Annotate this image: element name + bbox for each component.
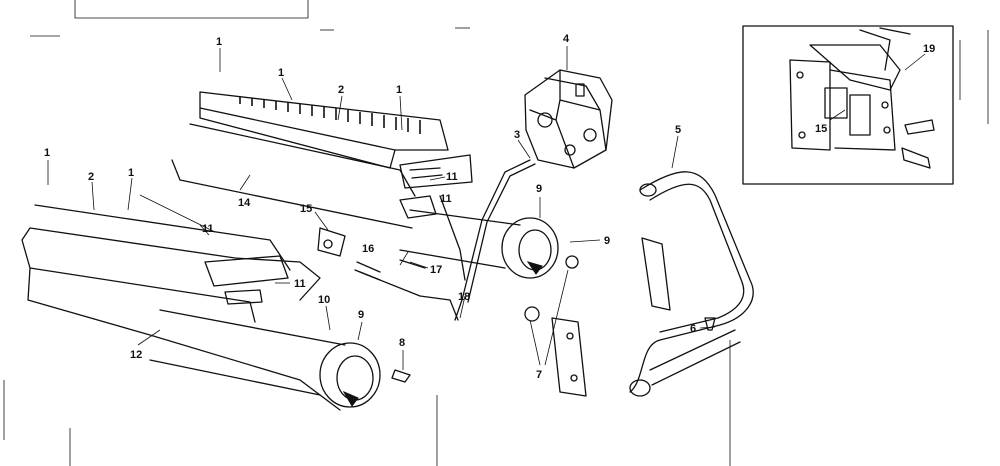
callout-15: 15 [300, 203, 312, 215]
callout-5: 5 [675, 124, 681, 136]
callout-1: 1 [44, 147, 50, 159]
callout-14: 14 [238, 197, 251, 209]
lower-burner-tube [149, 309, 381, 408]
thermocouple-lead [359, 271, 459, 321]
callout-6: 6 [690, 323, 696, 335]
callout-9: 9 [604, 235, 610, 247]
callout-2: 2 [88, 171, 94, 183]
leader-lines [47, 46, 926, 370]
upper-burner-assembly [171, 91, 473, 281]
callout-11: 11 [202, 223, 214, 235]
callout-3: 3 [514, 129, 520, 141]
callout-11: 11 [446, 171, 458, 183]
callout-16: 16 [362, 243, 374, 255]
scan-border-marks [3, 0, 989, 466]
inset-detail [742, 25, 954, 185]
upper-burner-tube [399, 209, 559, 279]
callout-1: 1 [128, 167, 134, 179]
mounting-brackets [551, 237, 671, 397]
callout-19: 19 [923, 43, 935, 55]
callout-8: 8 [399, 337, 405, 349]
callout-1: 1 [216, 36, 222, 48]
callout-12: 12 [130, 349, 142, 361]
callout-10: 10 [318, 294, 330, 306]
callout-9: 9 [536, 183, 542, 195]
callout-2: 2 [338, 84, 344, 96]
callout-1: 1 [278, 67, 284, 79]
support-frame [629, 171, 754, 397]
callout-18: 18 [458, 291, 470, 303]
lower-burner-assembly [21, 204, 341, 411]
callout-labels: 1 1 2 1 1 2 1 11 11 11 11 14 15 16 17 18… [44, 33, 935, 381]
callout-15: 15 [815, 123, 827, 135]
fittings [317, 227, 716, 383]
callout-4: 4 [563, 33, 570, 45]
callout-17: 17 [430, 264, 442, 276]
callout-7: 7 [536, 369, 542, 381]
callout-1: 1 [396, 84, 402, 96]
callout-11: 11 [294, 278, 306, 290]
gas-valve [524, 69, 613, 169]
callout-9: 9 [358, 309, 364, 321]
callout-11: 11 [440, 193, 452, 205]
